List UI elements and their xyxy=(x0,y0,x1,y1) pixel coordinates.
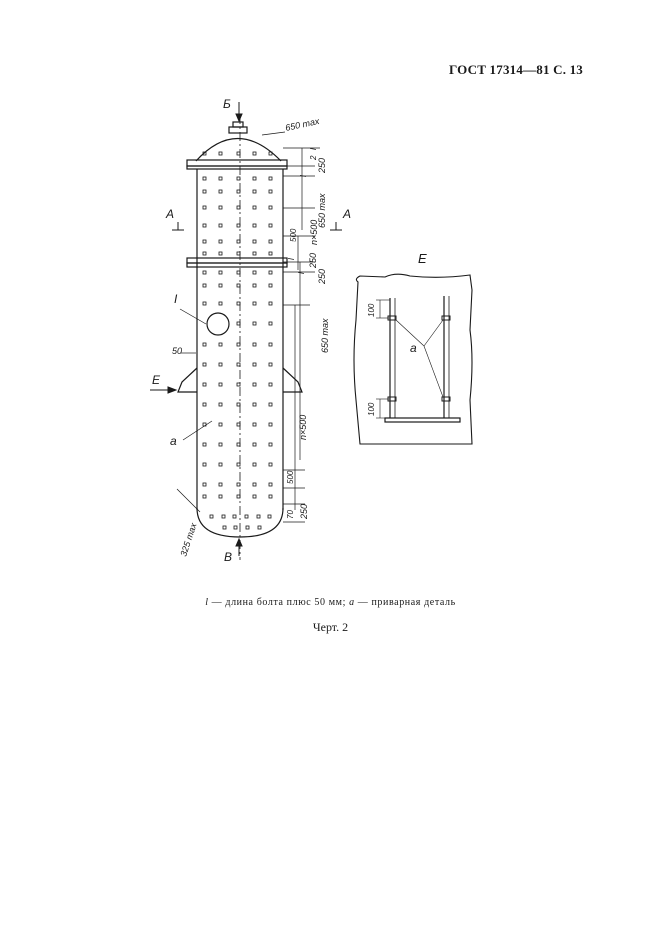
caption-a-symbol: а xyxy=(349,597,355,608)
caption-l-text: — длина болта плюс 50 мм; xyxy=(208,597,350,608)
label-a-right: А xyxy=(342,207,351,221)
dim-n500-2: n×500 xyxy=(298,415,308,440)
dim-500-2: 500 xyxy=(286,470,295,484)
detail-e-boundary xyxy=(353,273,473,445)
caption-a-text: — приварная деталь xyxy=(354,597,456,608)
dim-2: 2 xyxy=(309,155,318,161)
figure-caption: l — длина болта плюс 50 мм; а — приварна… xyxy=(0,597,661,608)
dimension-lines xyxy=(176,131,320,523)
dim-250-3: 250 xyxy=(317,269,327,285)
figure-label: Черт. 2 xyxy=(312,620,349,634)
dim-250-4: 250 xyxy=(299,504,309,520)
bolt-grid xyxy=(202,151,273,530)
detail-dim-100-2: 100 xyxy=(367,402,376,416)
dim-250-1: 250 xyxy=(317,158,327,174)
label-e-left: Е xyxy=(152,373,161,387)
dim-l-2: l xyxy=(299,175,308,177)
vessel-body xyxy=(177,115,303,560)
detail-dim-100-1: 100 xyxy=(367,303,376,317)
detail-a-label: а xyxy=(410,341,417,355)
page-header: ГОСТ 17314—81 С. 13 xyxy=(449,62,583,77)
dim-325: 325 max xyxy=(178,521,198,557)
label-v-bottom: В xyxy=(224,550,232,564)
dim-70: 70 xyxy=(286,510,295,519)
dim-250-2: 250 xyxy=(308,253,318,269)
label-b-top: Б xyxy=(223,97,231,111)
dim-50: 50 xyxy=(172,346,182,356)
section-arrows xyxy=(150,102,342,556)
dim-l-1: l xyxy=(309,148,318,150)
label-a-part: а xyxy=(170,434,177,448)
dim-500-1: 500 xyxy=(289,228,298,242)
dim-650-3: 650 max xyxy=(320,318,330,353)
label-i: I xyxy=(174,292,178,306)
detail-e-label: Е xyxy=(418,251,427,266)
dim-l-4: l xyxy=(297,272,306,274)
dim-l-3: l xyxy=(287,258,296,260)
detail-e xyxy=(353,273,473,445)
dim-n500-1: n×500 xyxy=(309,220,319,245)
caption-l-symbol: l xyxy=(205,597,209,608)
dim-650-2: 650 max xyxy=(317,193,327,228)
label-a-left: А xyxy=(165,207,174,221)
dim-650-top: 650 max xyxy=(284,116,320,133)
